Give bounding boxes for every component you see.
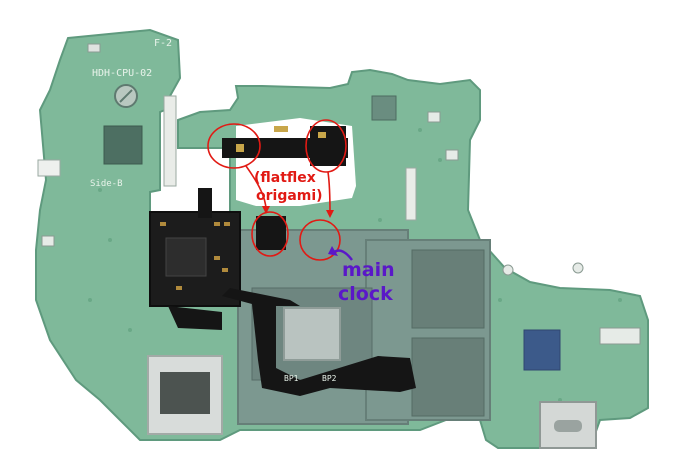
usb-c-opening [554, 420, 582, 432]
connector-right-edge [599, 327, 641, 345]
connector-right-top [445, 149, 459, 161]
screw-slot [119, 89, 133, 103]
red-circle-annotation-right [305, 119, 347, 173]
flex-strip-right [310, 126, 346, 166]
ram-chip-lower [411, 337, 485, 417]
board-side-label: Side-B [90, 179, 123, 189]
red-arrow-left-head [262, 206, 270, 214]
pad-label-bp2: BP2 [322, 374, 337, 383]
board-part-number: HDH-CPU-02 [92, 68, 152, 79]
red-circle-annotation-clock [299, 219, 341, 261]
pad-label-bp1: BP1 [284, 374, 299, 383]
antenna-mount-right [572, 262, 584, 274]
modchip-components [160, 222, 230, 290]
flex-cable-main [222, 288, 416, 396]
modchip-mcu [165, 237, 207, 277]
connector-top-small [87, 43, 101, 53]
flex-connector-block [256, 216, 286, 250]
flex-gold-pads [236, 126, 326, 152]
annotation-flatflex-line1: (flatflex [254, 170, 316, 186]
pcb-vias [88, 128, 622, 402]
red-circle-annotation-flex [251, 211, 289, 257]
annotation-flatflex-line2: origami) [256, 188, 323, 204]
ram-chip-upper [411, 249, 485, 329]
soc-die [283, 307, 341, 361]
connector-small-left [37, 159, 61, 177]
annotation-main-clock-line1: main [342, 259, 395, 281]
purple-arrow-head [328, 246, 338, 256]
annotation-main-clock-line2: clock [338, 283, 393, 305]
connector-vertical [163, 95, 177, 187]
flex-cable-lower-left [168, 306, 222, 330]
antenna-mount-left [502, 264, 514, 276]
connector-right-vertical [405, 167, 417, 221]
connector-left-edge [41, 235, 55, 247]
red-circle-annotation-left [207, 123, 261, 169]
sd-card-contacts [160, 372, 210, 414]
chip-top-left [103, 125, 143, 165]
board-corner-label: F-2 [154, 38, 172, 49]
chip-right-square [523, 329, 561, 371]
flex-vertical-top [198, 188, 212, 218]
red-arrow-right-head [326, 210, 334, 218]
purple-arrow [333, 249, 353, 261]
connector-top-right [427, 111, 441, 123]
chip-top-right [371, 95, 397, 121]
